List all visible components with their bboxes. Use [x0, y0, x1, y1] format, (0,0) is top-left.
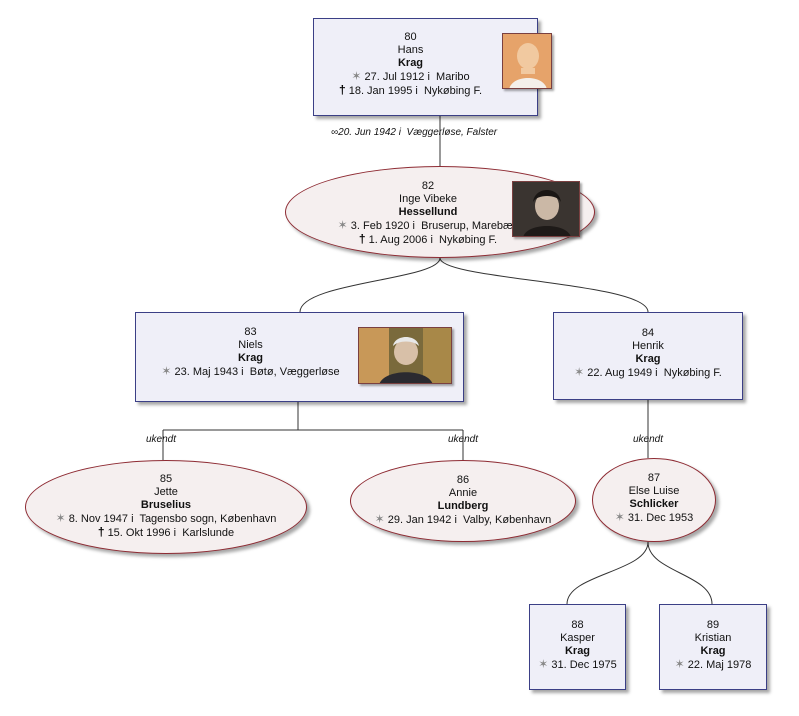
person-given-name: Kasper: [560, 632, 595, 644]
person-id: 88: [571, 619, 584, 631]
person-id: 82: [421, 180, 435, 192]
person-given-name: Kristian: [694, 632, 732, 644]
person-id: 85: [159, 473, 173, 485]
person-surname: Krag: [397, 57, 424, 69]
person-birth: ✶ 27. Jul 1912 i Maribo: [351, 69, 470, 84]
person-surname: Schlicker: [629, 498, 679, 510]
death-cross-icon: †: [97, 525, 105, 539]
person-id: 83: [244, 326, 257, 338]
person-birth: ✶ 23. Maj 1943 i Bøtø, Væggerløse: [161, 364, 340, 379]
person-surname: Hessellund: [398, 206, 458, 218]
birth-star-icon: ✶: [351, 69, 362, 83]
person-death: † 18. Jan 1995 i Nykøbing F.: [338, 83, 483, 98]
person-birth: ✶ 3. Feb 1920 i Bruserup, Marebæk: [337, 218, 519, 233]
death-cross-icon: †: [338, 83, 346, 97]
marriage-symbol: ∞: [331, 127, 339, 138]
person-87-ellipse[interactable]: 87 Else Luise Schlicker ✶ 31. Dec 1953: [592, 458, 716, 542]
birth-star-icon: ✶: [538, 657, 549, 671]
death-cross-icon: †: [358, 232, 366, 246]
person-birth: ✶ 31. Dec 1975: [538, 657, 617, 672]
person-surname: Krag: [635, 353, 661, 365]
person-given-name: Niels: [238, 339, 263, 351]
line-couple-to-84: [439, 257, 649, 313]
marriage-label-83-85: ukendt: [146, 434, 177, 445]
person-id: 80: [404, 31, 417, 43]
person-89-box[interactable]: 89 Kristian Krag ✶ 22. Maj 1978: [659, 604, 767, 690]
person-84-box[interactable]: 84 Henrik Krag ✶ 22. Aug 1949 i Nykøbing…: [553, 312, 743, 400]
person-id: 84: [641, 327, 655, 339]
line-couple-to-83: [299, 257, 441, 313]
birth-star-icon: ✶: [574, 365, 585, 379]
person-death: † 1. Aug 2006 i Nykøbing F.: [358, 232, 498, 247]
person-birth: ✶ 29. Jan 1942 i Valby, København: [374, 512, 552, 527]
person-given-name: Henrik: [632, 340, 664, 352]
person-82-ellipse[interactable]: 82 Inge Vibeke Hessellund ✶ 3. Feb 1920 …: [285, 166, 595, 258]
portrait-photo-icon[interactable]: [512, 181, 580, 237]
person-85-ellipse[interactable]: 85 Jette Bruselius ✶ 8. Nov 1947 i Tagen…: [25, 460, 307, 554]
person-id: 86: [456, 474, 470, 486]
person-surname: Krag: [564, 645, 591, 657]
person-id: 89: [706, 619, 720, 631]
person-given-name: Annie: [448, 487, 478, 499]
person-88-box[interactable]: 88 Kasper Krag ✶ 31. Dec 1975: [529, 604, 626, 690]
person-surname: Lundberg: [437, 500, 489, 512]
portrait-photo-icon[interactable]: [502, 33, 552, 89]
birth-star-icon: ✶: [55, 511, 66, 525]
person-death: † 15. Okt 1996 i Karlslunde: [97, 525, 235, 540]
line-couple-to-89: [647, 541, 713, 605]
person-birth: ✶ 22. Maj 1978: [674, 657, 752, 672]
person-given-name: Inge Vibeke: [399, 193, 457, 205]
birth-star-icon: ✶: [674, 657, 685, 671]
person-given-name: Else Luise: [628, 485, 680, 497]
birth-star-icon: ✶: [614, 510, 625, 524]
person-birth: ✶ 8. Nov 1947 i Tagensbo sogn, København: [55, 511, 277, 526]
birth-star-icon: ✶: [337, 218, 348, 232]
person-id: 87: [647, 472, 661, 484]
person-surname: Krag: [237, 352, 264, 364]
person-surname: Krag: [700, 645, 726, 657]
marriage-label-84-87: ukendt: [633, 434, 664, 445]
person-birth: ✶ 22. Aug 1949 i Nykøbing F.: [574, 365, 722, 380]
person-86-ellipse[interactable]: 86 Annie Lundberg ✶ 29. Jan 1942 i Valby…: [350, 460, 576, 542]
person-80-box[interactable]: 80 Hans Krag ✶ 27. Jul 1912 i Maribo † 1…: [313, 18, 552, 116]
marriage-label-83-86: ukendt: [448, 434, 479, 445]
portrait-photo-icon[interactable]: [358, 327, 452, 384]
line-couple-to-88: [566, 541, 649, 605]
person-birth: ✶ 31. Dec 1953: [614, 510, 694, 525]
birth-star-icon: ✶: [161, 364, 172, 378]
birth-star-icon: ✶: [374, 512, 385, 526]
person-given-name: Hans: [397, 44, 424, 56]
person-surname: Bruselius: [140, 499, 192, 511]
marriage-label-80-82: ∞20. Jun 1942 i Væggerløse, Falster: [331, 127, 498, 138]
person-83-box[interactable]: 83 Niels Krag ✶ 23. Maj 1943 i Bøtø, Væg…: [135, 312, 464, 402]
person-given-name: Jette: [154, 486, 178, 498]
